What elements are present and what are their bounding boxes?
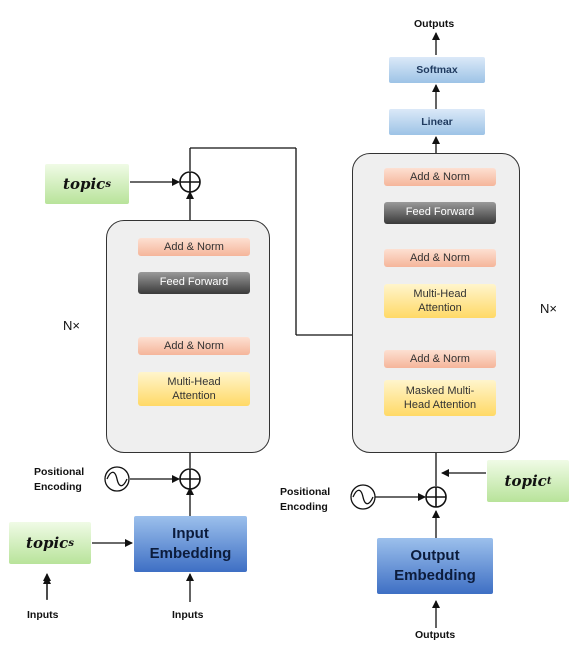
- topic-subscript: s: [68, 537, 74, 549]
- decoder-nx-label: N×: [540, 301, 557, 316]
- encoder-nx-label: N×: [63, 318, 80, 333]
- decoder-feed-forward: Feed Forward: [384, 202, 496, 224]
- decoder-positional-label: Positional Encoding: [280, 485, 330, 515]
- decoder-add-norm-top: Add & Norm: [384, 168, 496, 186]
- masked-line2: Head Attention: [403, 399, 477, 411]
- inputs-label-right: Inputs: [172, 609, 204, 621]
- positional-line1: Positional: [34, 466, 85, 478]
- encoder-multi-head-attention: Multi-Head Attention: [138, 372, 250, 406]
- decoder-add-norm-middle: Add & Norm: [384, 249, 496, 267]
- linear-layer: Linear: [389, 109, 485, 135]
- embedding-line1: Output: [410, 547, 460, 564]
- circle-plus-icon: [179, 171, 447, 508]
- encoder-positional-label: Positional Encoding: [34, 465, 84, 495]
- topic-subscript: s: [105, 178, 111, 190]
- decoder-add-norm-bottom: Add & Norm: [384, 350, 496, 368]
- decoder-multi-head-attention: Multi-Head Attention: [384, 284, 496, 318]
- embedding-line1: Input: [172, 525, 209, 542]
- positional-line2: Encoding: [280, 501, 328, 513]
- encoder-add-norm-top: Add & Norm: [138, 238, 250, 256]
- outputs-label-top: Outputs: [414, 18, 455, 30]
- input-embedding: Input Embedding: [134, 516, 247, 572]
- encoder-add-norm-bottom: Add & Norm: [138, 337, 250, 355]
- encoder-stack: [106, 220, 270, 453]
- masked-line1: Masked Multi-: [405, 385, 475, 397]
- topic-subscript: t: [546, 475, 552, 487]
- positional-line1: Positional: [280, 486, 331, 498]
- encoder-feed-forward: Feed Forward: [138, 272, 250, 294]
- output-embedding: Output Embedding: [377, 538, 493, 594]
- encoder-mha-line2: Attention: [172, 390, 216, 402]
- encoder-mha-line1: Multi-Head: [167, 376, 221, 388]
- positional-line2: Encoding: [34, 481, 82, 493]
- sine-wave-icon: [104, 466, 376, 510]
- decoder-mha-line2: Attention: [418, 302, 462, 314]
- outputs-label-bottom: Outputs: [415, 629, 456, 641]
- topic-text: topic: [504, 472, 547, 490]
- inputs-label-left: Inputs: [27, 609, 59, 621]
- topic-text: topic: [26, 534, 69, 552]
- embedding-line2: Embedding: [149, 545, 232, 562]
- embedding-line2: Embedding: [394, 567, 476, 584]
- softmax-layer: Softmax: [389, 57, 485, 83]
- decoder-mha-line1: Multi-Head: [413, 288, 467, 300]
- topic-text: topic: [63, 175, 106, 193]
- decoder-masked-attention: Masked Multi- Head Attention: [384, 380, 496, 416]
